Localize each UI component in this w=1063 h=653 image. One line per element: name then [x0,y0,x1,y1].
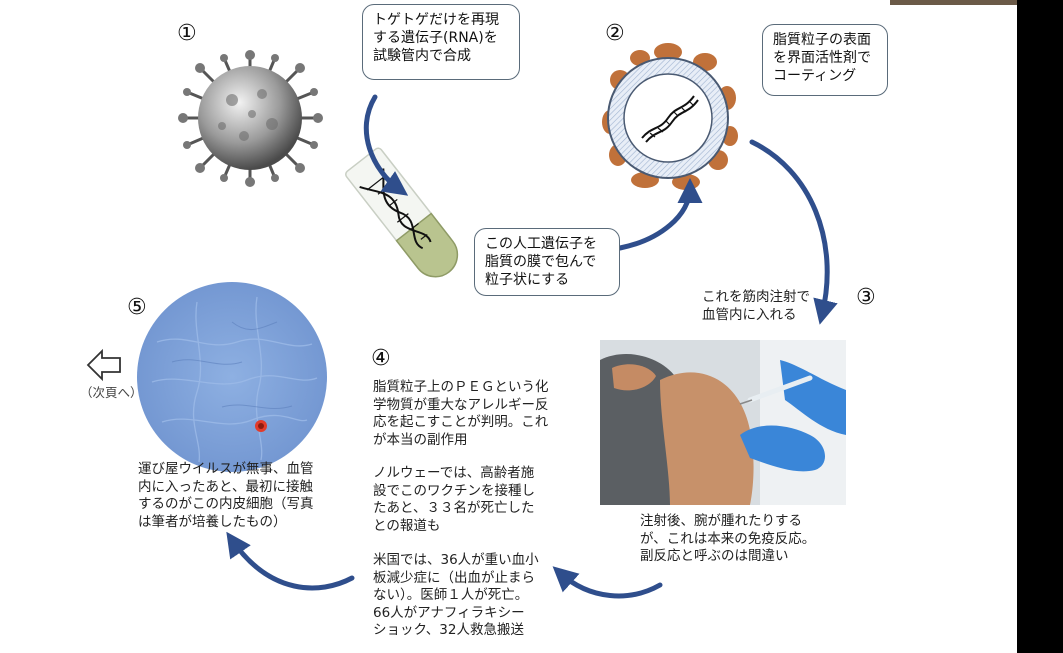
norway-text: ノルウェーでは、高齢者施 設でこのワクチンを接種し たあと、３３名が死亡した と… [373,465,535,535]
lipid-particle-icon [602,43,738,190]
test-tube-icon [344,147,466,286]
callout-lipid-wrap: この人工遺伝子を 脂質の膜で包んで 粒子状にする [474,228,620,296]
arrow-tube-to-particle [620,188,690,248]
usa-text: 米国では、36人が重い血小 板減少症に（出血が止まら ない）。医師１人が死亡。 … [373,552,539,640]
next-page-label[interactable]: （次頁へ） [80,384,143,402]
arrow-injection-to-step4 [560,573,660,596]
endothelial-text: 運び屋ウイルスが無事、血管 内に入ったあと、最初に接触 するのがこの内皮細胞（写… [138,461,314,531]
arrow-step4-to-cell [232,540,352,588]
immune-reaction-text: 注射後、腕が腫れたりする が、これは本来の免疫反応。 副反応と呼ぶのは間違い [640,513,815,566]
left-arrow-icon[interactable] [88,351,120,379]
coronavirus-icon [178,50,323,187]
callout-rna-synthesis: トゲトゲだけを再現 する遺伝子(RNA)を 試験管内で合成 [362,4,520,80]
injection-photo [600,340,846,505]
endothelial-cell-photo [137,282,327,472]
peg-text: 脂質粒子上のＰＥＧという化 学物質が重大なアレルギー反 応を起こすことが判明。こ… [373,379,549,449]
callout-surfactant-coating: 脂質粒子の表面 を界面活性剤で コーティング [762,24,888,96]
inject-text: これを筋肉注射で 血管内に入れる [702,289,810,324]
